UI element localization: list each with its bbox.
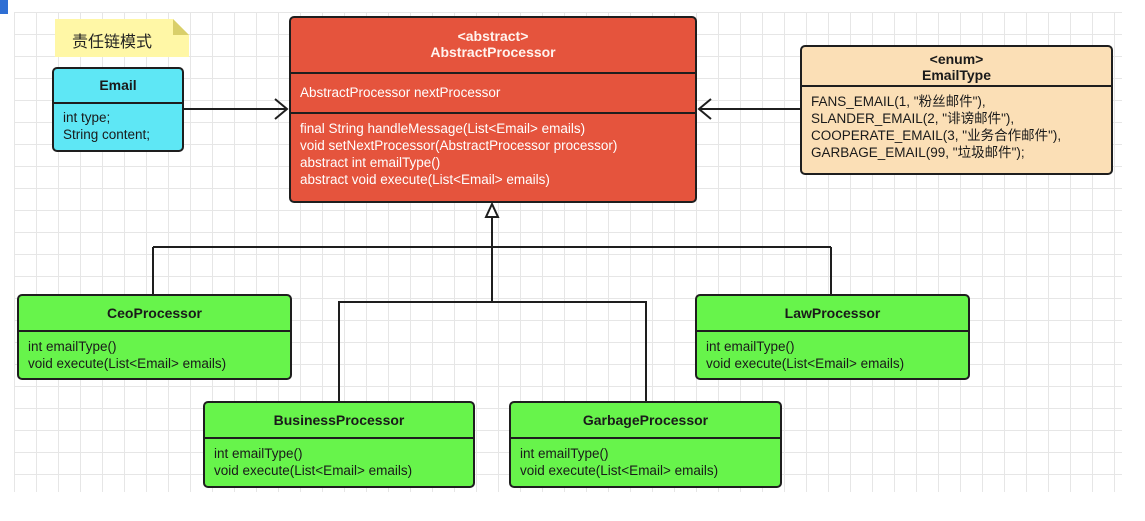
ceo-processor-methods: int emailType() void execute(List<Email>…	[19, 332, 290, 375]
method-handle-message: final String handleMessage(List<Email> e…	[300, 121, 586, 136]
method-email-type: int emailType()	[706, 339, 795, 354]
garbage-processor-methods: int emailType() void execute(List<Email>…	[511, 439, 780, 482]
field-type: int type;	[63, 110, 111, 125]
enum-value-slander: SLANDER_EMAIL(2, "诽谤邮件"),	[811, 111, 1015, 126]
law-processor-class[interactable]: LawProcessor int emailType() void execut…	[695, 294, 970, 380]
abstract-processor-header: <abstract> AbstractProcessor	[291, 18, 695, 74]
email-type-header: <enum> EmailType	[802, 47, 1111, 87]
garbage-processor-header: GarbageProcessor	[511, 403, 780, 439]
business-processor-header: BusinessProcessor	[205, 403, 473, 439]
garbage-processor-class[interactable]: GarbageProcessor int emailType() void ex…	[509, 401, 782, 488]
ceo-processor-header: CeoProcessor	[19, 296, 290, 332]
method-execute: void execute(List<Email> emails)	[520, 463, 719, 478]
email-type-enum[interactable]: <enum> EmailType FANS_EMAIL(1, "粉丝邮件"), …	[800, 45, 1113, 175]
method-execute: void execute(List<Email> emails)	[706, 356, 905, 371]
garbage-inheritance-line	[492, 301, 647, 401]
pattern-note: 责任链模式	[55, 19, 189, 57]
enum-value-garbage: GARBAGE_EMAIL(99, "垃圾邮件");	[811, 145, 1025, 160]
business-inheritance-line	[338, 301, 492, 401]
enum-value-fans: FANS_EMAIL(1, "粉丝邮件"),	[811, 94, 986, 109]
class-name: LawProcessor	[784, 305, 881, 321]
email-class[interactable]: Email int type; String content;	[52, 67, 184, 152]
class-name: Email	[99, 77, 137, 93]
email-class-header: Email	[54, 69, 182, 104]
class-name: CeoProcessor	[107, 305, 202, 321]
field-next-processor: AbstractProcessor nextProcessor	[300, 85, 501, 100]
stereotype-label: <abstract>	[457, 28, 529, 44]
business-processor-methods: int emailType() void execute(List<Email>…	[205, 439, 473, 482]
method-email-type: abstract int emailType()	[300, 155, 441, 170]
ceo-processor-class[interactable]: CeoProcessor int emailType() void execut…	[17, 294, 292, 380]
note-text: 责任链模式	[72, 34, 153, 51]
enum-value-cooperate: COOPERATE_EMAIL(3, "业务合作邮件"),	[811, 128, 1062, 143]
method-email-type: int emailType()	[520, 446, 609, 461]
corner-marker	[0, 0, 8, 14]
method-set-next-processor: void setNextProcessor(AbstractProcessor …	[300, 138, 618, 153]
class-name: EmailType	[922, 67, 991, 83]
method-execute: abstract void execute(List<Email> emails…	[300, 172, 550, 187]
business-processor-class[interactable]: BusinessProcessor int emailType() void e…	[203, 401, 475, 488]
generalization-triangle-icon	[484, 201, 500, 218]
enum-association-arrowhead	[697, 98, 712, 120]
email-association-arrowhead	[274, 98, 289, 120]
abstract-processor-class[interactable]: <abstract> AbstractProcessor AbstractPro…	[289, 16, 697, 203]
method-email-type: int emailType()	[28, 339, 117, 354]
class-name: BusinessProcessor	[273, 412, 405, 428]
method-execute: void execute(List<Email> emails)	[214, 463, 413, 478]
method-execute: void execute(List<Email> emails)	[28, 356, 227, 371]
abstract-processor-fields: AbstractProcessor nextProcessor	[291, 74, 695, 112]
class-name: AbstractProcessor	[430, 44, 556, 60]
stereotype-label: <enum>	[929, 51, 984, 67]
law-processor-header: LawProcessor	[697, 296, 968, 332]
law-processor-methods: int emailType() void execute(List<Email>…	[697, 332, 968, 375]
email-type-values: FANS_EMAIL(1, "粉丝邮件"), SLANDER_EMAIL(2, …	[802, 87, 1111, 164]
field-content: String content;	[63, 127, 151, 142]
abstract-processor-methods: final String handleMessage(List<Email> e…	[291, 112, 695, 191]
class-name: GarbageProcessor	[582, 412, 709, 428]
email-class-fields: int type; String content;	[54, 104, 182, 146]
method-email-type: int emailType()	[214, 446, 303, 461]
